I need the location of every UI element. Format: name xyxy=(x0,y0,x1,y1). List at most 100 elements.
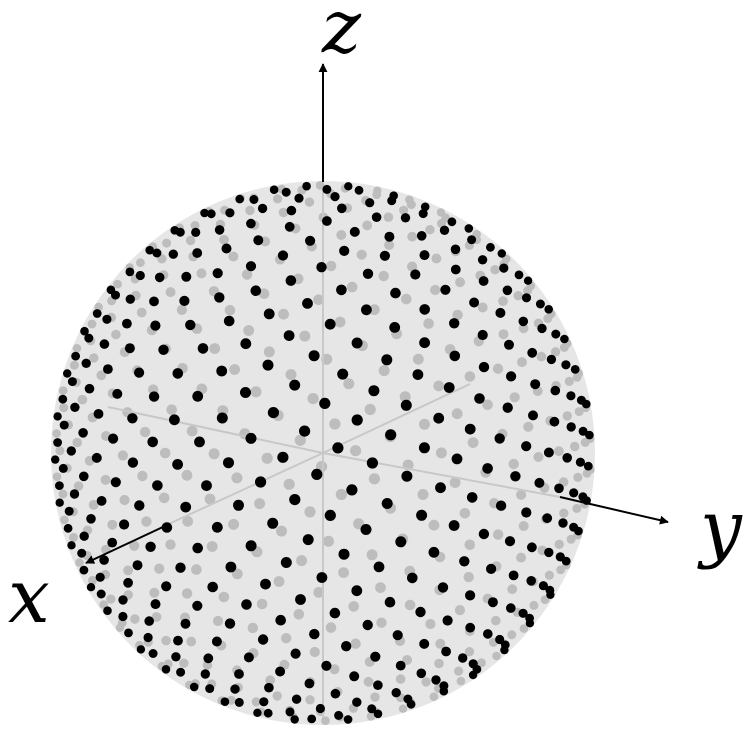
front-point xyxy=(257,634,269,645)
front-point xyxy=(465,622,476,633)
back-point xyxy=(307,393,319,405)
back-point xyxy=(151,612,162,622)
front-point xyxy=(81,358,91,368)
front-point xyxy=(58,463,68,473)
back-point xyxy=(464,371,476,382)
front-point xyxy=(486,563,497,575)
z-axis-label: z xyxy=(321,0,362,70)
back-point xyxy=(559,508,569,518)
front-point xyxy=(451,453,463,465)
front-point xyxy=(389,191,399,200)
front-point xyxy=(80,326,89,336)
back-point xyxy=(455,277,466,288)
back-point xyxy=(550,347,561,357)
front-point xyxy=(267,407,279,419)
front-point xyxy=(216,365,228,377)
back-point xyxy=(356,249,367,260)
back-point xyxy=(254,498,266,510)
front-point xyxy=(448,520,460,531)
front-point xyxy=(554,483,564,494)
front-point xyxy=(435,482,446,494)
back-point xyxy=(353,518,365,530)
back-point xyxy=(245,205,255,216)
back-point xyxy=(77,394,88,405)
front-point xyxy=(561,360,571,370)
front-point xyxy=(96,496,107,506)
front-point xyxy=(302,534,314,546)
front-point xyxy=(102,314,112,324)
front-point xyxy=(334,710,344,720)
back-point xyxy=(482,399,493,411)
front-point xyxy=(500,645,509,655)
front-point xyxy=(395,660,406,671)
front-point xyxy=(233,499,244,511)
front-point xyxy=(495,307,506,318)
front-point xyxy=(150,599,161,610)
back-point xyxy=(165,287,176,298)
front-point xyxy=(150,320,161,331)
front-point xyxy=(253,235,264,246)
front-point xyxy=(77,548,87,558)
back-point xyxy=(176,304,187,315)
back-point xyxy=(384,240,395,250)
front-point xyxy=(332,442,344,454)
inner-axes xyxy=(107,190,561,718)
back-point xyxy=(204,493,216,505)
back-point xyxy=(477,302,488,313)
back-point xyxy=(459,508,471,519)
front-point xyxy=(521,441,532,452)
front-point xyxy=(478,276,489,286)
back-point xyxy=(518,323,529,334)
front-point xyxy=(449,318,460,329)
front-point xyxy=(433,412,445,424)
front-point xyxy=(373,561,385,573)
front-point xyxy=(290,648,301,659)
front-point xyxy=(527,542,537,553)
back-point xyxy=(491,615,501,626)
back-point xyxy=(375,582,386,593)
front-point xyxy=(302,181,311,191)
front-point xyxy=(575,457,586,467)
front-point xyxy=(257,203,268,214)
back-point xyxy=(52,472,62,482)
back-point xyxy=(516,552,527,563)
front-point xyxy=(447,217,457,227)
front-point xyxy=(259,697,269,707)
front-point xyxy=(192,600,203,611)
front-point xyxy=(253,708,262,717)
front-point xyxy=(263,308,275,320)
front-point xyxy=(154,272,165,283)
front-point xyxy=(330,688,341,699)
back-point xyxy=(554,539,564,549)
front-point xyxy=(106,285,116,295)
back-point xyxy=(158,492,170,504)
front-point xyxy=(319,397,331,409)
front-point xyxy=(449,350,461,362)
back-point xyxy=(325,260,337,272)
back-point xyxy=(130,614,140,624)
front-point xyxy=(152,248,162,258)
front-point xyxy=(289,379,301,391)
front-point xyxy=(304,678,315,689)
front-point xyxy=(499,263,509,273)
front-point xyxy=(400,399,412,411)
back-point xyxy=(580,437,590,447)
front-point xyxy=(510,471,521,482)
front-point xyxy=(379,250,390,261)
front-point xyxy=(136,645,146,654)
front-point xyxy=(241,599,252,610)
front-point xyxy=(147,436,158,448)
back-point xyxy=(412,353,424,365)
back-point xyxy=(179,658,189,668)
front-point xyxy=(416,668,427,679)
back-point xyxy=(348,601,360,612)
back-point xyxy=(509,392,520,403)
back-point xyxy=(113,279,122,289)
front-point xyxy=(55,481,64,490)
front-point xyxy=(192,542,203,554)
back-point xyxy=(106,594,116,604)
front-point xyxy=(125,267,135,277)
back-point xyxy=(395,674,406,684)
front-point xyxy=(395,536,407,548)
front-point xyxy=(234,697,244,707)
